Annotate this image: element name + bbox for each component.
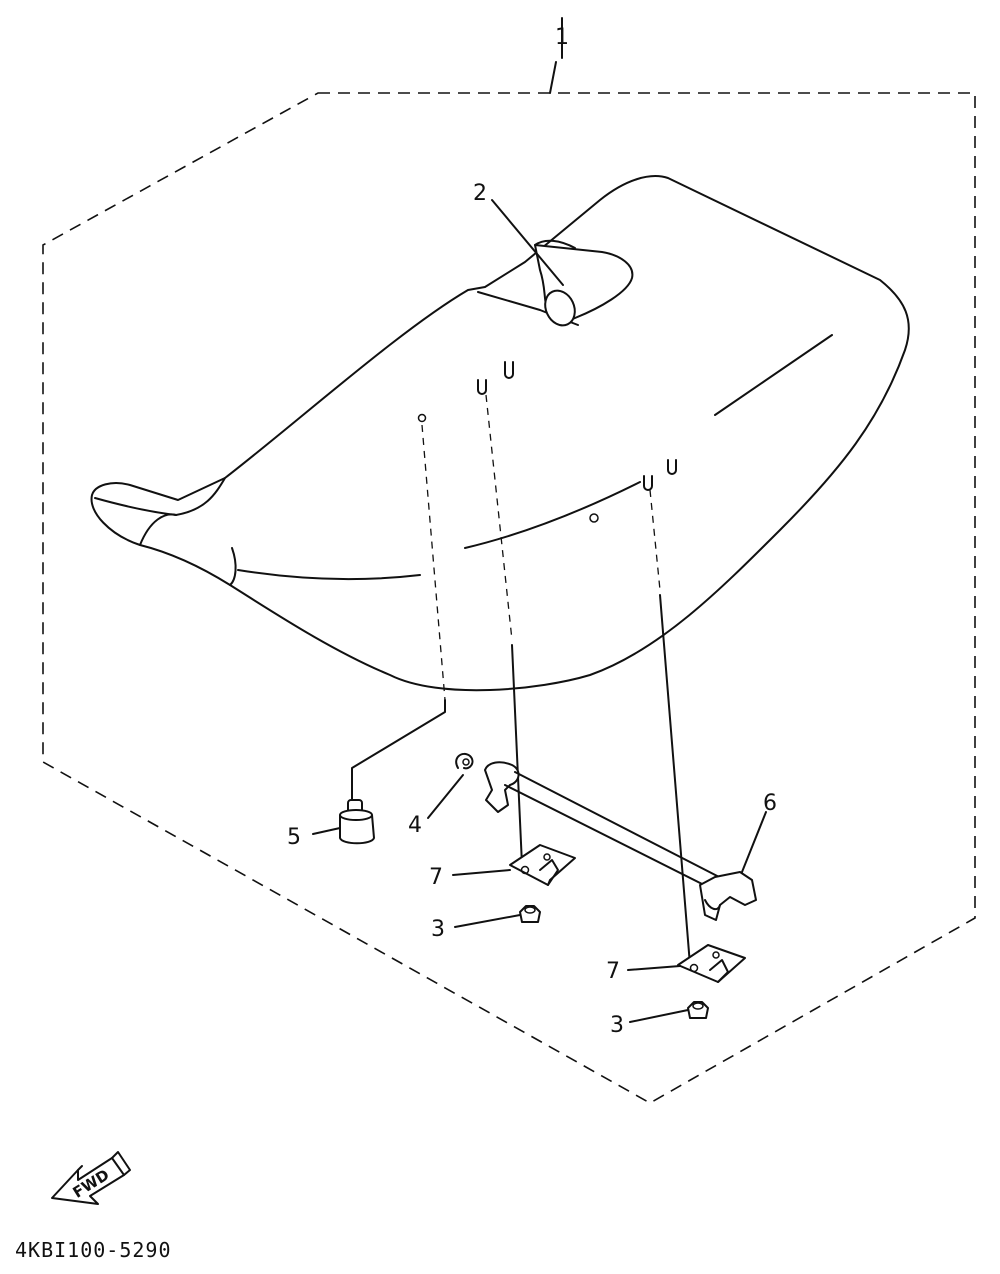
mount-line-right: [649, 489, 661, 591]
callout-5: 5: [287, 825, 301, 850]
callout-7-upper: 7: [429, 865, 443, 890]
callout-3-upper: 3: [431, 917, 445, 942]
callout-6: 6: [763, 791, 777, 816]
seat-body: [90, 175, 910, 692]
nut-upper: [519, 905, 541, 923]
callout-2: 2: [473, 181, 487, 206]
seat-lock-assembly: [484, 761, 757, 921]
callout-1: 1: [555, 25, 569, 50]
forward-arrow-icon: FWD: [51, 1151, 131, 1205]
callout-7-lower: 7: [606, 959, 620, 984]
drawing-code: 4KBI100-5290: [15, 1238, 172, 1262]
mount-line-mid: [485, 394, 513, 641]
clip-spring: [455, 752, 474, 770]
callout-4: 4: [408, 813, 422, 838]
bracket-lower: [677, 944, 746, 983]
mount-line-left: [421, 424, 446, 701]
assembly-boundary: [42, 92, 976, 1104]
callout-3-lower: 3: [610, 1013, 624, 1038]
bracket-upper: [509, 844, 576, 886]
damper: [339, 799, 375, 845]
seat-strap: [534, 239, 634, 327]
nut-lower: [687, 1001, 709, 1019]
